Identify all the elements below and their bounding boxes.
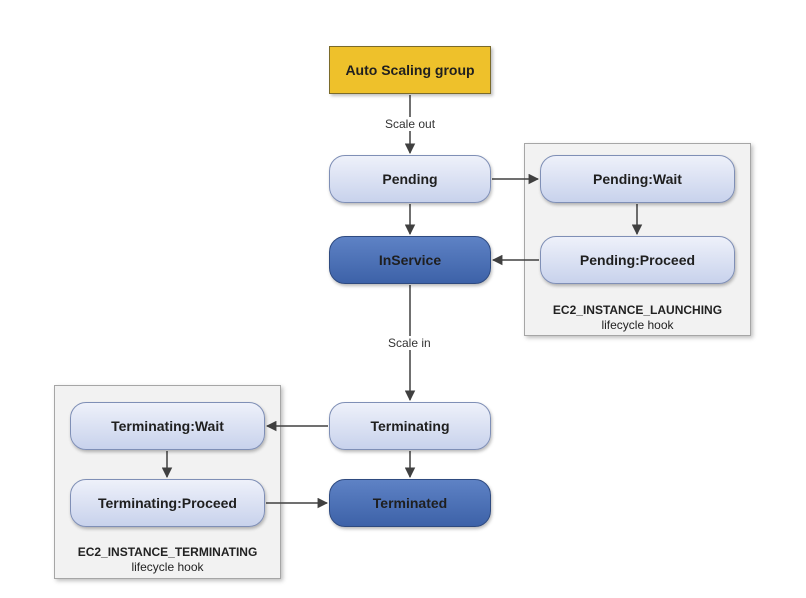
pending-node: Pending [329,155,491,203]
terminating-hook-name: EC2_INSTANCE_TERMINATING [77,545,258,559]
scale-in-label: Scale in [386,336,433,350]
terminating-hook-caption: EC2_INSTANCE_TERMINATING lifecycle hook [55,545,280,575]
pending-wait-node: Pending:Wait [540,155,735,203]
terminated-node: Terminated [329,479,491,527]
terminating-node: Terminating [329,402,491,450]
terminating-wait-node: Terminating:Wait [70,402,265,450]
terminating-hook-subtitle: lifecycle hook [131,560,204,574]
terminating-proceed-node: Terminating:Proceed [70,479,265,527]
launching-hook-caption: EC2_INSTANCE_LAUNCHING lifecycle hook [525,303,750,333]
pending-proceed-node: Pending:Proceed [540,236,735,284]
launching-hook-subtitle: lifecycle hook [601,318,674,332]
scale-out-label: Scale out [383,117,438,131]
inservice-node: InService [329,236,491,284]
auto-scaling-group-node: Auto Scaling group [329,46,491,94]
launching-hook-name: EC2_INSTANCE_LAUNCHING [552,303,723,317]
